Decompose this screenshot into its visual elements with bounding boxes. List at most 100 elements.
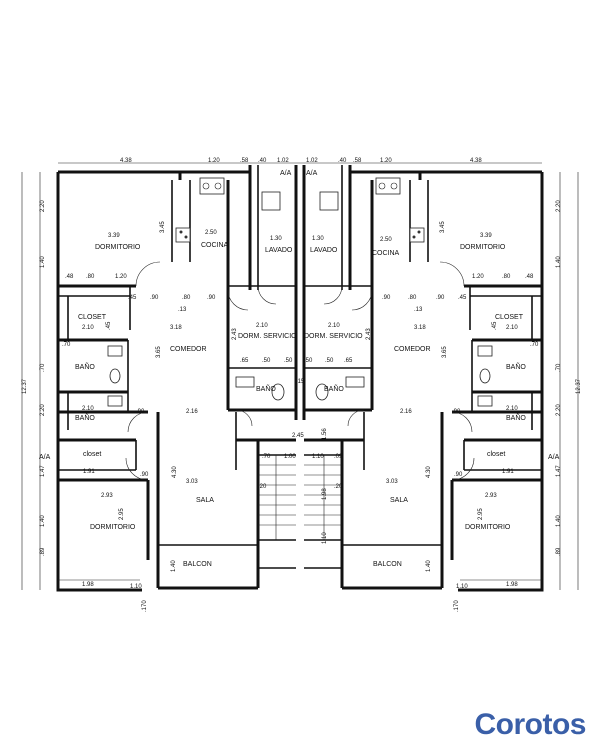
room-lavado-left: LAVADO: [265, 247, 293, 254]
dim-140-low-left: 1.40: [40, 515, 46, 527]
dim-145-right: .45: [492, 321, 498, 330]
dim-210a-left: 2.10: [82, 325, 94, 331]
dim-345-right: 3.45: [440, 221, 446, 233]
room-closet-left: CLOSET: [78, 314, 107, 321]
dim-120b-right: 1.20: [472, 274, 484, 280]
dim-045-right: .45: [458, 295, 467, 301]
room-dormitorio-lower-left: DORMITORIO: [90, 524, 136, 531]
dim-040-right: .40: [338, 158, 347, 164]
room-closet-lower-right: closet: [487, 451, 505, 458]
dim-345-left: 3.45: [160, 221, 166, 233]
dim-1237-right: 12.37: [576, 378, 582, 394]
dim-120-right: 1.20: [380, 158, 392, 164]
dim-090d-left: .90: [140, 472, 149, 478]
dim-013-left: .13: [178, 307, 187, 313]
room-dormitorio-upper-left: DORMITORIO: [95, 244, 141, 251]
dim-090b-left: .90: [207, 295, 216, 301]
dim-080a-right: .80: [502, 274, 511, 280]
dim-070-v-left: .70: [40, 363, 46, 372]
dim-191-right: 1.91: [502, 469, 514, 475]
dim-1237-left: 12.37: [22, 378, 28, 394]
dim-198-left: 1.98: [82, 582, 94, 588]
dim-120-left: 1.20: [208, 158, 220, 164]
dim-147-left: 1.47: [40, 465, 46, 477]
room-bano-service-right: BAÑO: [324, 384, 344, 393]
room-sala-right: SALA: [390, 497, 408, 504]
aa-label-top-right: A/A: [306, 170, 318, 177]
room-dorm-servicio-right: DORM. SERVICIO: [304, 333, 363, 340]
room-comedor-left: COMEDOR: [170, 346, 207, 353]
dim-318-left: 3.18: [170, 325, 182, 331]
dim-293-left: 2.93: [101, 493, 113, 499]
dim-303-right: 3.03: [386, 479, 398, 485]
dim-318-right: 3.18: [414, 325, 426, 331]
dim-220-mid-right: 2.20: [556, 404, 562, 416]
corotos-logo[interactable]: Corotos: [474, 708, 587, 741]
dim-100-core: 1.00: [284, 454, 296, 460]
dim-040-left: .40: [258, 158, 267, 164]
aa-label-side-left: A/A: [39, 454, 51, 461]
room-bano-upper-left: BAÑO: [75, 362, 95, 371]
dim-210b-right: 2.10: [328, 323, 340, 329]
dim-210a-right: 2.10: [506, 325, 518, 331]
dim-303-left: 3.03: [186, 479, 198, 485]
dim-243-right: 2.43: [366, 328, 372, 340]
dim-293-right: 2.93: [485, 493, 497, 499]
dim-080b-left: .80: [182, 295, 191, 301]
dim-065-left: .65: [240, 358, 249, 364]
room-cocina-left: COCINA: [201, 242, 229, 249]
dim-140-top-right: 1.40: [556, 256, 562, 268]
dim-295-right: 2.95: [478, 508, 484, 520]
dim-058-right: .58: [353, 158, 362, 164]
dim-048-left: .48: [65, 274, 74, 280]
dim-220-mid-left: 2.20: [40, 404, 46, 416]
room-balcon-right: BALCON: [373, 561, 402, 568]
dim-438-left: 4.38: [120, 158, 132, 164]
dim-220-top-left: 2.20: [40, 200, 46, 212]
dim-216-right: 2.16: [400, 409, 412, 415]
dim-216-left: 2.16: [186, 409, 198, 415]
dim-090d-right: .90: [454, 472, 463, 478]
room-bano-lower-left: BAÑO: [75, 413, 95, 422]
dim-365-left: 3.65: [156, 346, 162, 358]
dim-070-core: .70: [262, 454, 271, 460]
dim-140-sala-left: 1.40: [171, 560, 177, 572]
dim-020-right: .20: [334, 484, 343, 490]
room-closet-right: CLOSET: [495, 314, 524, 321]
dim-140-low-right: 1.40: [556, 515, 562, 527]
room-closet-lower-left: closet: [83, 451, 101, 458]
dim-295-left: 2.95: [119, 508, 125, 520]
dim-339-left: 3.39: [108, 233, 120, 239]
dim-050b-right: .50: [304, 358, 313, 364]
dim-050b-left: .50: [284, 358, 293, 364]
dim-130-left: 1.30: [270, 236, 282, 242]
dim-210b-left: 2.10: [256, 323, 268, 329]
dim-102-left: 1.02: [277, 158, 289, 164]
dim-110-left: 1.10: [130, 584, 142, 590]
dim-191-left: 1.91: [83, 469, 95, 475]
dim-110-core-v: 1.10: [322, 532, 328, 544]
dim-140-top-left: 1.40: [40, 256, 46, 268]
dim-243-left: 2.43: [232, 328, 238, 340]
dim-438-right: 4.38: [470, 158, 482, 164]
dim-140-sala-right: 1.40: [426, 560, 432, 572]
dim-210c-right: 2.10: [506, 406, 518, 412]
dim-102-right: 1.02: [306, 158, 318, 164]
dim-045-left: .45: [128, 295, 137, 301]
dim-245-core: 2.45: [292, 433, 304, 439]
aa-label-side-right: A/A: [548, 454, 560, 461]
room-lavado-right: LAVADO: [310, 247, 338, 254]
dim-013-right: .13: [414, 307, 423, 313]
dim-050a-right: .50: [325, 358, 334, 364]
dim-048-right: .48: [525, 274, 534, 280]
dim-145-left: .45: [106, 321, 112, 330]
dim-070-right: .70: [530, 342, 539, 348]
room-dormitorio-upper-right: DORMITORIO: [460, 244, 506, 251]
dim-156-core: 1.56: [322, 428, 328, 440]
dim-070-left: .70: [62, 342, 71, 348]
dim-089-left: .89: [40, 547, 46, 556]
dim-220-top-right: 2.20: [556, 200, 562, 212]
room-dormitorio-lower-right: DORMITORIO: [465, 524, 511, 531]
room-balcon-left: BALCON: [183, 561, 212, 568]
